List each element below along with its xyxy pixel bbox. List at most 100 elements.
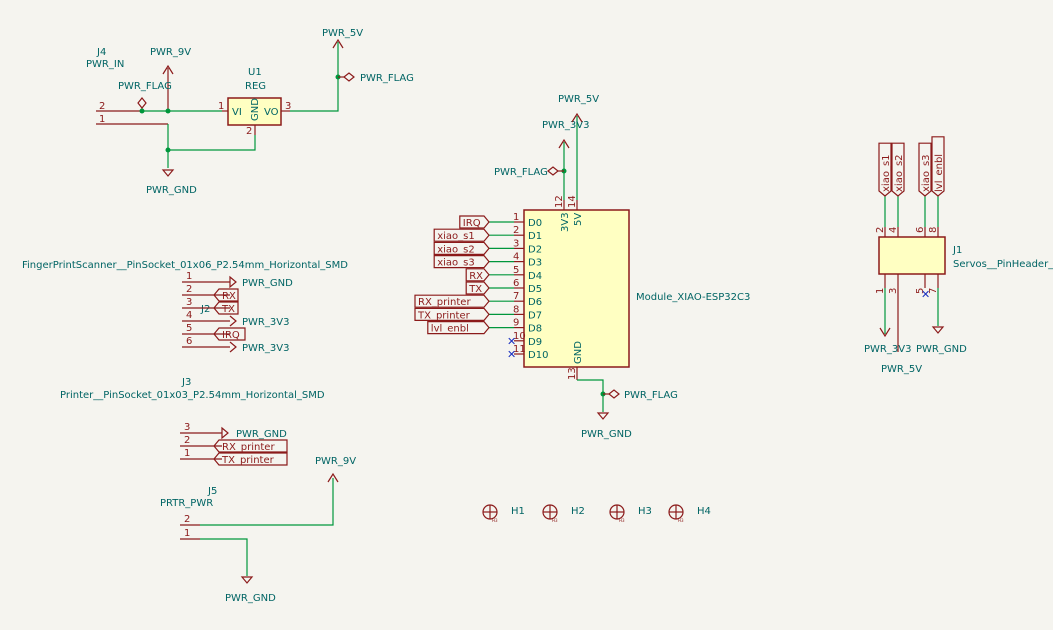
j4-connector[interactable]: J4 PWR_IN 2 1 — [86, 47, 168, 125]
module-net-label: xiao_s2 — [437, 244, 475, 255]
global-label-tag — [433, 255, 490, 269]
pwr-5v-symbol-module[interactable]: PWR_5V — [558, 94, 599, 123]
u1-regulator[interactable]: U1 REG VI VO GND 1 3 2 — [218, 67, 291, 137]
j4-pin1-num: 1 — [99, 114, 105, 125]
module-pin-name: D10 — [528, 350, 548, 361]
j4-ref: J4 — [96, 47, 106, 58]
global-label-tag — [213, 327, 246, 341]
junction-dot — [165, 108, 171, 114]
pwr-3v3-symbol-module[interactable]: PWR_3V3 — [542, 120, 589, 149]
hole-marker: H3 — [619, 518, 625, 523]
j2-net-label: TX — [221, 304, 235, 315]
arrow-up-icon — [332, 38, 344, 49]
module-pin-num: 8 — [513, 304, 519, 315]
arrow-up-icon — [327, 472, 339, 483]
j3-net-label: RX_printer — [222, 442, 275, 453]
ground-icon — [161, 169, 175, 177]
no-connect-icon: ✕ — [921, 288, 930, 301]
global-label-tag — [433, 241, 490, 255]
module-pin-num: 11 — [513, 344, 526, 355]
pwr-gnd-label-module: PWR_GND — [581, 429, 632, 440]
pwr-9v-symbol-j5[interactable]: PWR_9V — [315, 456, 356, 483]
hole-marker: H3 — [552, 518, 558, 523]
j2-net-label: PWR_3V3 — [242, 317, 289, 328]
module-3v3: 3V3 — [560, 212, 571, 232]
pwr-5v-symbol-reg[interactable]: PWR_5V — [322, 28, 363, 49]
j3-pin-num: 2 — [184, 435, 190, 446]
j1-pin-num: 1 — [875, 288, 886, 294]
j5-connector[interactable]: J5 PRTR_PWR 2 1 — [160, 486, 217, 540]
j2-pin-num: 2 — [186, 284, 192, 295]
j2-pin-num: 1 — [186, 271, 192, 282]
pwr-flag-label-reg: PWR_FLAG — [360, 73, 414, 84]
global-label-tag — [918, 142, 932, 197]
j1-pin-num: 3 — [888, 288, 899, 294]
u1-pin2: 2 — [246, 126, 252, 137]
module-pin-num: 2 — [513, 225, 519, 236]
j5-pin2: 2 — [184, 514, 190, 525]
module-pin-num: 5 — [513, 265, 519, 276]
j2-connector[interactable]: FingerPrintScanner__PinSocket_01x06_P2.5… — [22, 260, 348, 315]
module-pin-num: 3 — [513, 238, 519, 249]
j1-pin-num: 5 — [915, 288, 926, 294]
j1-pin-num: 4 — [888, 227, 899, 233]
pwr-5v-label-module: PWR_5V — [558, 94, 599, 105]
pwr-9v-label-j5: PWR_9V — [315, 456, 356, 467]
global-label-tag — [931, 136, 945, 197]
pwr-flag-j4[interactable]: PWR_FLAG — [118, 81, 172, 111]
diamond-flag-icon — [343, 72, 355, 82]
j3-value: Printer__PinSocket_01x03_P2.54mm_Horizon… — [60, 390, 325, 401]
j1-net-label: xiao_s3 — [921, 154, 932, 192]
j1-connector[interactable]: J1 Servos__PinHeader_0 — [878, 236, 1053, 275]
module-pin-name: D1 — [528, 231, 542, 242]
j1-pin-num: 8 — [928, 227, 939, 233]
pwr-flag-reg[interactable]: PWR_FLAG — [338, 72, 414, 84]
module-pin-name: D5 — [528, 284, 542, 295]
pwr-flag-label-module-bottom: PWR_FLAG — [624, 390, 678, 401]
j2-value: FingerPrintScanner__PinSocket_01x06_P2.5… — [22, 260, 348, 271]
pwr-gnd-symbol-j4[interactable]: PWR_GND — [146, 169, 197, 196]
hole-ref: H1 — [511, 506, 525, 517]
module-pin-name: D0 — [528, 218, 542, 229]
pwr-flag-module-bottom[interactable]: PWR_FLAG — [603, 389, 678, 401]
pwr-9v-symbol-top[interactable]: PWR_9V — [150, 47, 191, 111]
module-5v: 5V — [573, 213, 584, 226]
j4-pin2-num: 2 — [99, 101, 105, 112]
global-label-tag — [213, 439, 288, 453]
pwr-3v3-symbol-j1[interactable]: PWR_3V3 — [864, 327, 911, 355]
arrow-up-icon — [571, 112, 583, 123]
global-label-tag — [213, 301, 239, 315]
arrow-down-icon — [879, 327, 891, 338]
pwr-gnd-symbol-j1[interactable]: PWR_GND — [916, 326, 967, 355]
diamond-flag-icon — [547, 166, 559, 176]
module-gnd: GND — [573, 341, 584, 364]
j2-pin-num: 5 — [186, 323, 192, 334]
pwr-5v-label-reg: PWR_5V — [322, 28, 363, 39]
u1-gnd: GND — [250, 98, 261, 121]
module-pin-name: D2 — [528, 244, 542, 255]
wire-j5-gnd — [200, 538, 248, 576]
pwr-gnd-symbol-j5[interactable]: PWR_GND — [225, 576, 276, 604]
global-label-tag — [414, 307, 490, 321]
ground-icon — [229, 275, 237, 289]
module-pin-num: 10 — [513, 331, 526, 342]
pwr-5v-symbol-j1[interactable]: PWR_5V — [881, 288, 922, 375]
module-pin-num: 4 — [513, 252, 519, 263]
j3-connector[interactable]: J3 Printer__PinSocket_01x03_P2.54mm_Hori… — [60, 377, 325, 401]
j1-pin-num: 7 — [928, 288, 939, 294]
pwr-flag-module-top[interactable]: PWR_FLAG — [494, 166, 564, 178]
u1-pin3: 3 — [285, 101, 291, 112]
xiao-module[interactable]: Module_XIAO-ESP32C3 3V3 5V GND 12 14 13 — [523, 195, 750, 380]
global-label-tag — [459, 215, 490, 229]
global-label-tag — [878, 142, 892, 197]
module-net-label: TX_printer — [417, 310, 471, 321]
pwr-gnd-symbol-module[interactable]: PWR_GND — [581, 412, 632, 440]
pwr-gnd-label-j1: PWR_GND — [916, 344, 967, 355]
u1-vo: VO — [264, 107, 279, 118]
module-net-label: RX — [469, 271, 483, 282]
module-pin-num: 1 — [513, 212, 519, 223]
